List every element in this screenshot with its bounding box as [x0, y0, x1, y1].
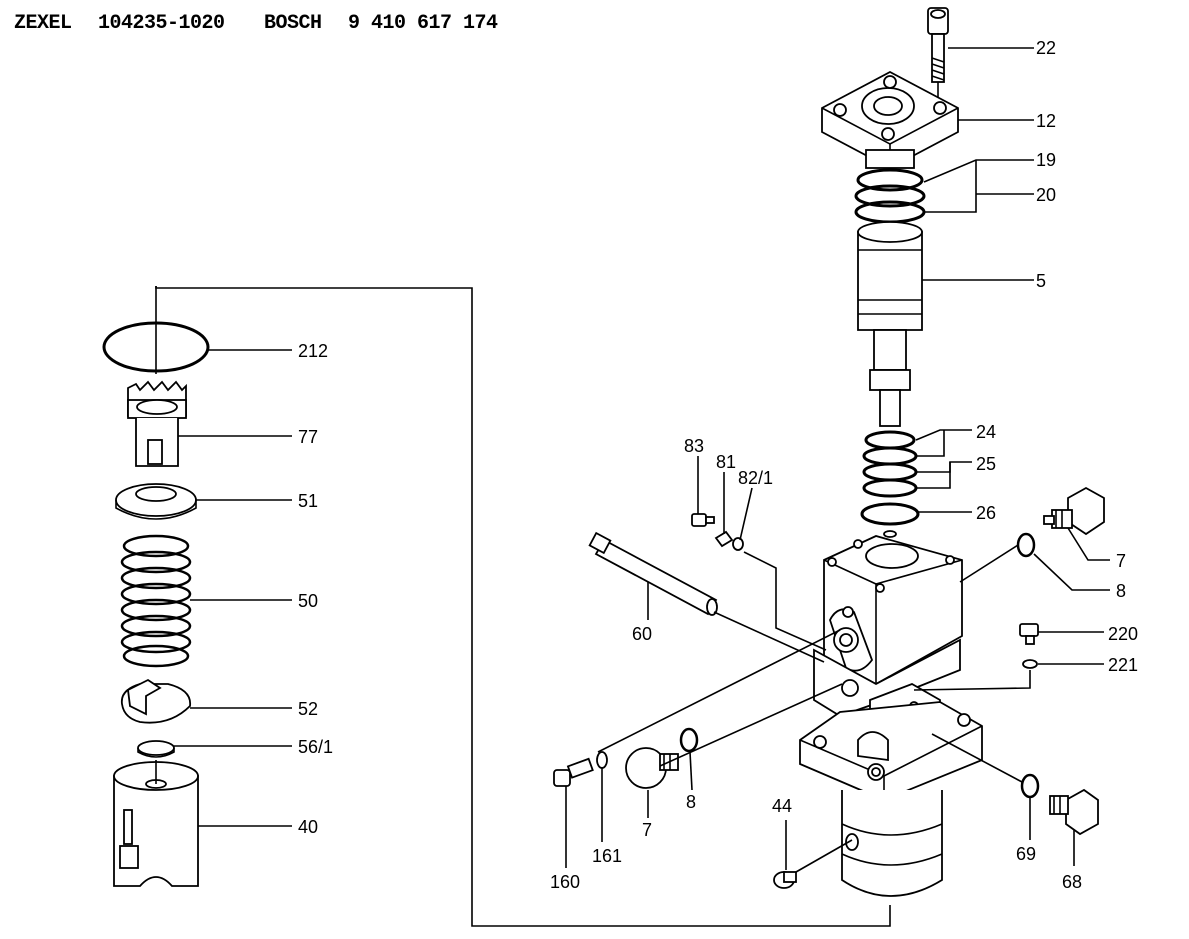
part-81-clip	[714, 530, 734, 548]
callout-22: 22	[1036, 38, 1056, 58]
callout-7-lower: 7	[642, 820, 652, 840]
header-part-number-bosch: 9 410 617 174	[348, 12, 498, 35]
callout-212: 212	[298, 341, 328, 361]
callout-24: 24	[976, 422, 996, 442]
callout-8-lower: 8	[686, 792, 696, 812]
part-220-screw	[1019, 623, 1039, 645]
callout-221: 221	[1108, 655, 1138, 675]
callout-5: 5	[1036, 271, 1046, 291]
callout-19: 19	[1036, 150, 1056, 170]
callout-68: 68	[1062, 872, 1082, 892]
part-8-sealing-ring-upper	[1016, 532, 1036, 558]
callout-50: 50	[298, 591, 318, 611]
callout-60: 60	[632, 624, 652, 644]
part-40-roller-tappet	[113, 760, 199, 887]
callout-220: 220	[1108, 624, 1138, 644]
leader-lines	[174, 47, 1110, 873]
header-part-number-zexel: 104235-1020	[98, 12, 225, 35]
callout-40: 40	[298, 817, 318, 837]
part-44-screw	[773, 871, 797, 889]
part-77-control-sleeve	[127, 380, 187, 467]
callout-25: 25	[976, 454, 996, 474]
callout-83: 83	[684, 436, 704, 456]
callout-44: 44	[772, 796, 792, 816]
callout-77: 77	[298, 427, 318, 447]
callout-82-1: 82/1	[738, 468, 773, 488]
part-5-plunger-barrel	[857, 221, 923, 427]
callout-12: 12	[1036, 111, 1056, 131]
part-12-valve-holder-flange	[821, 70, 959, 170]
pump-housing	[799, 535, 983, 897]
callout-20: 20	[1036, 185, 1056, 205]
part-161-washer	[596, 751, 608, 769]
header-brand-bosch: BOSCH	[264, 12, 322, 35]
header-brand-zexel: ZEXEL	[14, 12, 72, 35]
assembly-link-line	[155, 286, 891, 927]
part-19-20-o-rings	[854, 168, 926, 224]
part-8-sealing-ring-lower	[679, 727, 699, 753]
part-68-screw-plug	[1049, 788, 1099, 836]
callout-labels: 22 12 19 20 5 24 25 26 7 8 220 221 83 81…	[298, 38, 1138, 892]
part-69-sealing-ring	[1020, 773, 1040, 799]
callout-8-upper: 8	[1116, 581, 1126, 601]
callout-160: 160	[550, 872, 580, 892]
part-82-spring	[732, 537, 744, 551]
callout-7-upper: 7	[1116, 551, 1126, 571]
part-51-spring-seat	[115, 483, 197, 520]
part-52-lower-spring-seat	[120, 678, 191, 724]
part-160-screw	[553, 757, 594, 787]
callout-161: 161	[592, 846, 622, 866]
callout-81: 81	[716, 452, 736, 472]
callout-26: 26	[976, 503, 996, 523]
callout-51: 51	[298, 491, 318, 511]
part-50-plunger-spring	[120, 534, 192, 668]
part-7-screw-plug-lower	[625, 747, 679, 789]
part-83-screw	[691, 513, 715, 527]
part-60-control-rod	[588, 531, 718, 616]
part-22-bolt	[927, 7, 949, 98]
part-221-washer	[1022, 659, 1038, 669]
part-24-25-rings	[862, 430, 918, 498]
part-56-shim	[137, 740, 175, 758]
part-7-screw-plug-upper	[1043, 486, 1105, 536]
callout-69: 69	[1016, 844, 1036, 864]
part-212-snap-ring	[102, 286, 210, 374]
callout-52: 52	[298, 699, 318, 719]
part-26-ring	[860, 502, 920, 538]
callout-56-1: 56/1	[298, 737, 333, 757]
